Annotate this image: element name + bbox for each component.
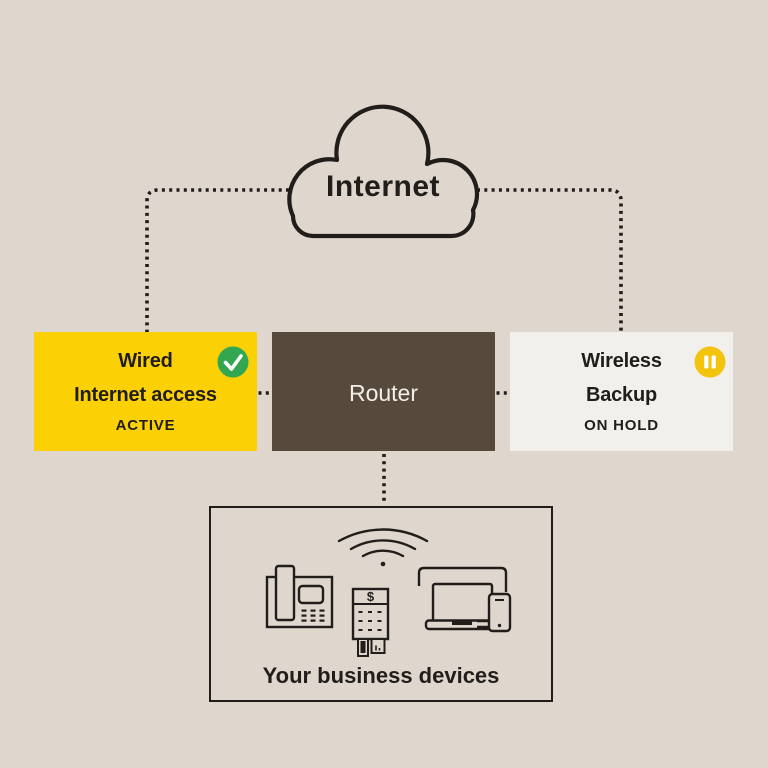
wired-internet-box: Wired Internet access ACTIVE: [34, 332, 257, 451]
devices-panel: [209, 506, 553, 702]
router-label: Router: [348, 380, 419, 406]
wireless-title-line2: Backup: [585, 384, 658, 406]
dollar-symbol: $: [366, 589, 375, 604]
connector-cloud-to-wired: [145, 188, 289, 332]
wired-status: ACTIVE: [115, 417, 176, 434]
wireless-backup-box: Wireless Backup ON HOLD: [510, 332, 733, 451]
devices-label: Your business devices: [262, 663, 500, 688]
wired-title-line1: Wired: [118, 350, 173, 372]
connector-cloud-to-wireless: [477, 188, 623, 332]
wireless-status: ON HOLD: [584, 417, 659, 434]
wired-title-line2: Internet access: [74, 384, 217, 406]
cloud-label: Internet: [325, 170, 440, 203]
router-box: [272, 332, 495, 451]
wireless-title-line1: Wireless: [581, 350, 662, 372]
